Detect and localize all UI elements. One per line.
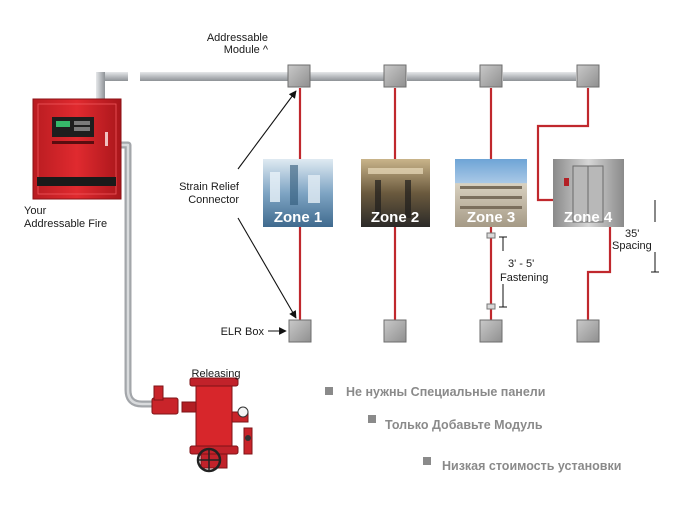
strain-relief-label: Strain Relief [179, 181, 240, 193]
zone-4-photo: Zone 4 [553, 159, 624, 227]
addressable-modules [287, 64, 600, 88]
benefit-item: Только Добавьте Модуль [385, 418, 543, 432]
bullet-square-icon [325, 387, 333, 395]
addressable-module-box [479, 64, 503, 88]
panel-label: Your [24, 205, 47, 217]
spacing-dimension [651, 200, 659, 273]
elr-box [288, 319, 312, 343]
addressable-module-label: Addressable [207, 32, 268, 44]
fastening-dimension [499, 236, 507, 308]
fastening-label: Fastening [500, 272, 548, 284]
addressable-module-box [576, 64, 600, 88]
elr-box [576, 319, 600, 343]
addressable-module-box [287, 64, 311, 88]
elr-box-label: ELR Box [221, 326, 265, 338]
zone-label: Zone 3 [467, 209, 515, 226]
benefits-list: Не нужны Специальные панели Только Добав… [325, 385, 621, 473]
elr-box [383, 319, 407, 343]
zone-label: Zone 4 [564, 209, 613, 226]
releasing-label: Releasing [192, 368, 241, 380]
conduit-pipes [96, 72, 576, 408]
benefit-item: Не нужны Специальные панели [346, 385, 545, 399]
zone-1-photo: Zone 1 [263, 159, 333, 227]
bullet-square-icon [368, 415, 376, 423]
elr-boxes [288, 319, 600, 343]
addressable-module-box [383, 64, 407, 88]
annotation-labels: Addressable Module ^ Strain Relief Conne… [24, 32, 652, 380]
zone-label: Zone 1 [274, 209, 322, 226]
spacing-label: 35' [625, 228, 639, 240]
addressable-module-label: Module ^ [224, 44, 269, 56]
bullet-square-icon [423, 457, 431, 465]
elr-box [479, 319, 503, 343]
spacing-label: Spacing [612, 240, 652, 252]
benefit-item: Низкая стоимость установки [442, 459, 621, 473]
releasing-valve [151, 377, 253, 473]
strain-relief-label: Connector [188, 194, 239, 206]
leader-arrows [237, 90, 297, 335]
zone-2-photo: Zone 2 [361, 159, 430, 227]
fire-alarm-panel [32, 98, 122, 200]
fastening-label: 3' - 5' [508, 258, 534, 270]
zone-3-photo: Zone 3 [455, 159, 527, 227]
zone-label: Zone 2 [371, 209, 419, 226]
fastening-markers [486, 232, 496, 310]
panel-label: Addressable Fire [24, 218, 107, 230]
